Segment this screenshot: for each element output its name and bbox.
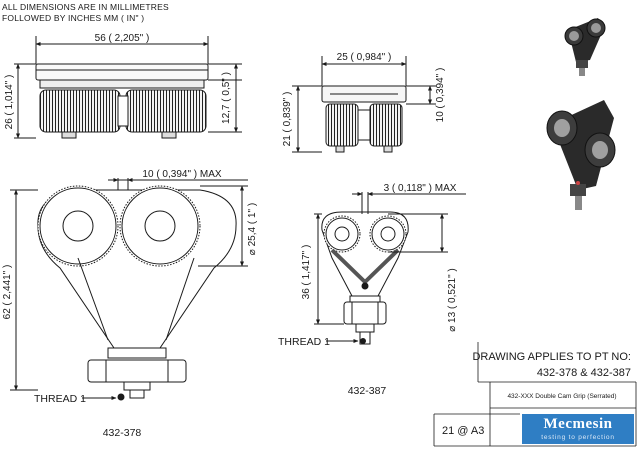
dim-top-total-height: 26 ( 1,014" ) — [4, 75, 15, 130]
dim-small-total-height: 21 ( 0,839" ) — [282, 92, 293, 147]
applies-parts: 432-378 & 432-387 — [537, 367, 631, 379]
dim-top-width: 56 ( 2,205" ) — [95, 33, 150, 44]
small-grip-front-view — [314, 192, 466, 345]
part-description: 432-XXX Double Cam Grip (Serrated) — [507, 393, 616, 400]
dim-top-cap-height: 12,7 ( 0,5" ) — [221, 72, 232, 124]
dimension-note-line1: ALL DIMENSIONS ARE IN MILLIMETRES — [2, 2, 169, 12]
large-grip-front-view — [10, 178, 248, 401]
dim-large-roller-dia: ⌀ 25,4 ( 1" ) — [247, 203, 258, 255]
title-block-frame — [433, 342, 637, 447]
part-number-large: 432-378 — [103, 427, 142, 439]
large-grip-side-view — [14, 36, 242, 139]
thread-label-large: THREAD 1 — [34, 393, 86, 405]
dim-small-gap-max: 3 ( 0,118" ) MAX — [384, 183, 457, 194]
isometric-grip-small — [564, 18, 606, 76]
isometric-grip-large — [546, 100, 616, 210]
dim-large-gap-max: 10 ( 0,394" ) MAX — [142, 169, 221, 180]
mecmesin-logo: Mecmesin testing to perfection — [522, 414, 634, 444]
small-grip-side-view — [292, 56, 436, 153]
dim-large-height: 62 ( 2,441" ) — [2, 265, 13, 320]
part-number-small: 432-387 — [348, 385, 387, 397]
dim-small-top-width: 25 ( 0,984" ) — [337, 52, 392, 63]
sheet-scale: 21 @ A3 — [442, 425, 484, 437]
dim-small-roller-dia: ⌀ 13 ( 0,521" ) — [447, 268, 458, 332]
thread-label-small: THREAD 1 — [278, 336, 330, 348]
logo-wordmark: Mecmesin — [543, 416, 613, 432]
dim-small-height: 36 ( 1,417" ) — [301, 245, 312, 300]
applies-heading: DRAWING APPLIES TO PT NO: — [472, 351, 631, 363]
dimension-note-line2: FOLLOWED BY INCHES MM ( IN" ) — [2, 13, 145, 23]
dim-small-cap-height: 10 ( 0,394" ) — [435, 68, 446, 123]
logo-tagline: testing to perfection — [541, 434, 615, 441]
